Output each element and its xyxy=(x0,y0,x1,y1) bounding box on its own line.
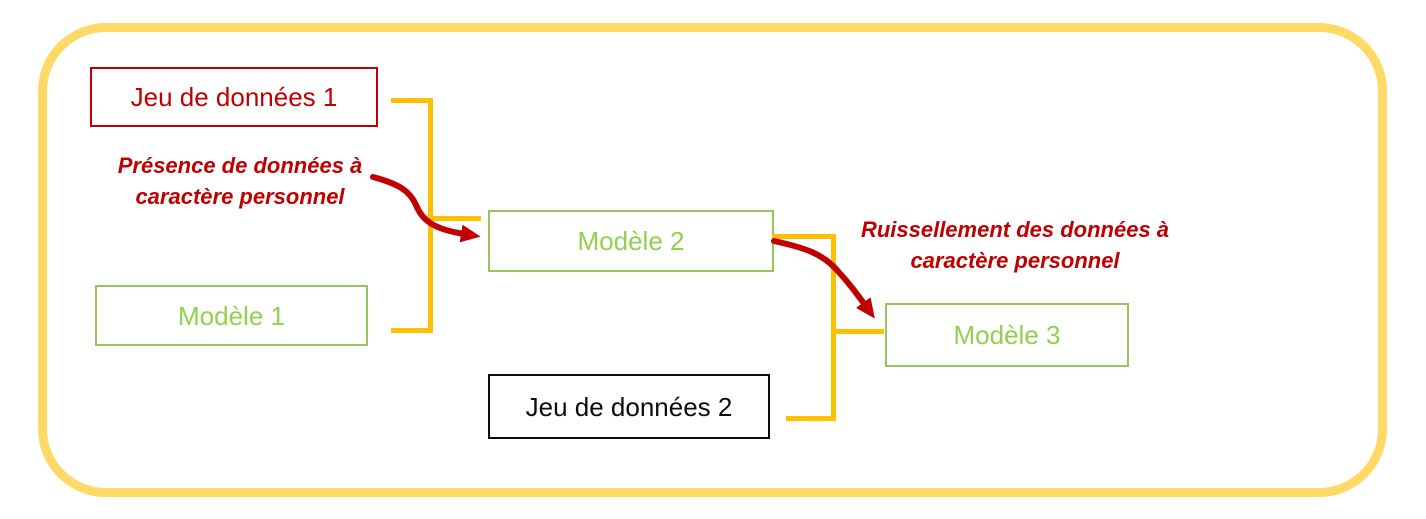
box-jeu-de-donnees-2: Jeu de données 2 xyxy=(488,374,770,439)
annotation-presence-line1: Présence de données à xyxy=(117,153,363,178)
annotation-presence-line2: caractère personnel xyxy=(135,184,345,209)
outer-frame xyxy=(38,23,1387,497)
box-modele-1-label: Modèle 1 xyxy=(178,300,285,331)
box-jeu-de-donnees-1: Jeu de données 1 xyxy=(90,67,378,127)
annotation-ruissellement-donnees-personnelles: Ruissellement des données à caractère pe… xyxy=(836,214,1194,276)
annotation-ruissellement-line2: caractère personnel xyxy=(910,248,1120,273)
box-jeu-de-donnees-1-label: Jeu de données 1 xyxy=(130,82,338,112)
box-modele-3-label: Modèle 3 xyxy=(953,320,1061,350)
box-jeu-de-donnees-2-label: Jeu de données 2 xyxy=(525,391,733,422)
annotation-ruissellement-line1: Ruissellement des données à xyxy=(860,217,1170,242)
annotation-presence-donnees-personnelles: Présence de données à caractère personne… xyxy=(80,150,400,212)
box-modele-1: Modèle 1 xyxy=(95,285,368,346)
box-modele-2-label: Modèle 2 xyxy=(577,226,685,256)
box-modele-2: Modèle 2 xyxy=(488,210,774,272)
box-modele-3: Modèle 3 xyxy=(885,303,1129,367)
